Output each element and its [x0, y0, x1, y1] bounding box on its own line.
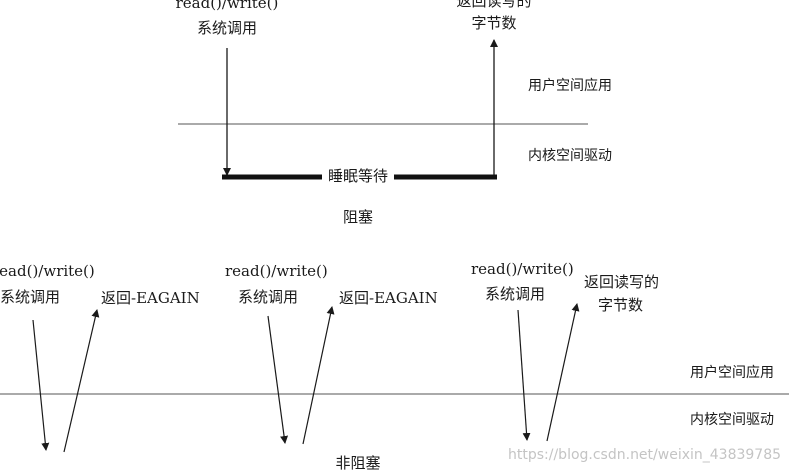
watermark-text: https://blog.csdn.net/weixin_43839785: [508, 447, 782, 463]
call3-arrow: [517, 309, 531, 441]
nb-call2-label-line1: read()/write(): [225, 262, 328, 280]
nb-call2-label-line2: 系统调用: [238, 288, 299, 306]
return3-arrow: [546, 303, 580, 442]
nonblocking-caption: 非阻塞: [335, 454, 381, 472]
blocking-call-label-line1: read()/write(): [175, 0, 279, 12]
nb-return3-label-line1: 返回读写的: [584, 273, 660, 291]
blocking-user-space-label: 用户空间应用: [528, 78, 612, 94]
blocking-return-label-line1: 返回读写的: [456, 0, 532, 10]
return1-arrow: [63, 309, 100, 453]
blocking-caption: 阻塞: [342, 208, 374, 226]
nb-call1-label-line2: 系统调用: [0, 288, 61, 306]
nb-return1-label: 返回-EAGAIN: [101, 289, 200, 307]
blocking-kernel-space-label: 内核空间驱动: [528, 148, 612, 164]
return2-arrow: [302, 306, 335, 445]
nb-kernel-space-label: 内核空间驱动: [690, 412, 774, 428]
call2-arrow: [267, 315, 289, 444]
nb-call1-label-line1: read()/write(): [0, 262, 95, 280]
blocking-return-label-line2: 字节数: [471, 14, 517, 32]
nb-return2-label: 返回-EAGAIN: [339, 289, 438, 307]
sleep-label-bg: [322, 168, 394, 186]
sleep-wait-label: 睡眠等待: [327, 167, 389, 185]
blocking-call-label-line2: 系统调用: [196, 19, 258, 37]
nb-return3-label-line2: 字节数: [598, 296, 644, 314]
nb-call3-label-line1: read()/write(): [471, 260, 574, 278]
nb-call3-label-line2: 系统调用: [485, 285, 546, 303]
call1-arrow: [32, 319, 50, 451]
nb-user-space-label: 用户空间应用: [690, 365, 774, 381]
